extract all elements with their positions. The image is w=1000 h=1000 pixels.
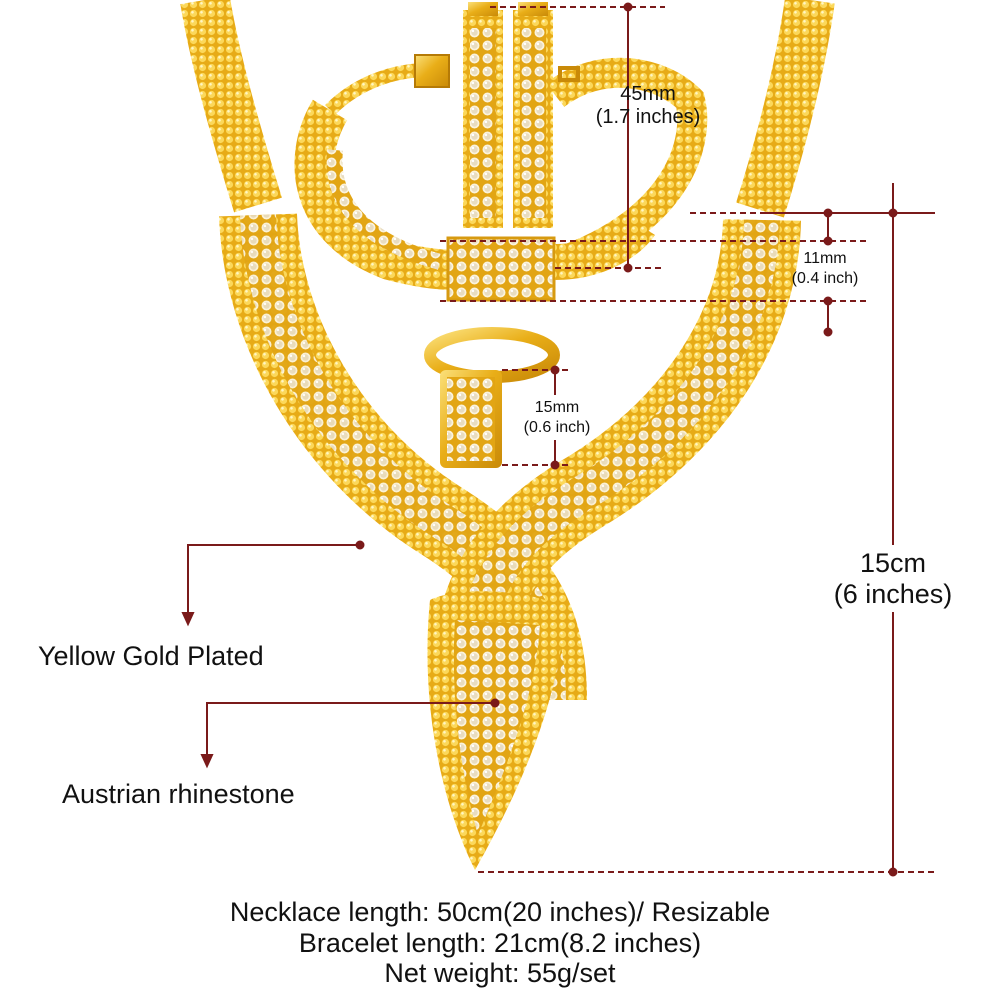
bracelet-length-spec: Bracelet length: 21cm(8.2 inches) (298, 928, 702, 958)
pendant-drop-metric: 15cm (859, 548, 927, 578)
dimension-lines (181, 2, 935, 877)
necklace-right-chain (736, 0, 835, 218)
necklace (180, 0, 835, 870)
ring-face-imperial: (0.6 inch) (523, 419, 591, 436)
pendant-drop-imperial: (6 inches) (833, 579, 953, 609)
bracelet-width-label: 11mm (0.4 inch) (775, 249, 875, 289)
necklace-left-chain (180, 0, 282, 213)
earring-length-imperial: (1.7 inches) (595, 106, 701, 128)
bracelet-center-panel (446, 236, 556, 302)
stone-callout: Austrian rhinestone (62, 779, 295, 809)
plating-callout: Yellow Gold Plated (38, 641, 264, 671)
earring-dimension-label: 45mm (1.7 inches) (582, 83, 714, 129)
pendant-dimension-label: 15cm (6 inches) (812, 548, 974, 610)
bracelet (294, 54, 708, 302)
earrings (463, 2, 553, 228)
ring-dimension-label: 15mm (0.6 inch) (507, 398, 607, 438)
ring-face-metric: 15mm (534, 399, 580, 416)
ring (424, 327, 560, 468)
earring-length-metric: 45mm (620, 83, 676, 105)
bracelet-width-metric: 11mm (803, 250, 847, 267)
necklace-length-spec: Necklace length: 50cm(20 inches)/ Resiza… (229, 897, 771, 927)
net-weight-spec: Net weight: 55g/set (384, 958, 616, 988)
bracelet-clasp (414, 54, 450, 88)
bracelet-width-imperial: (0.4 inch) (791, 270, 859, 287)
